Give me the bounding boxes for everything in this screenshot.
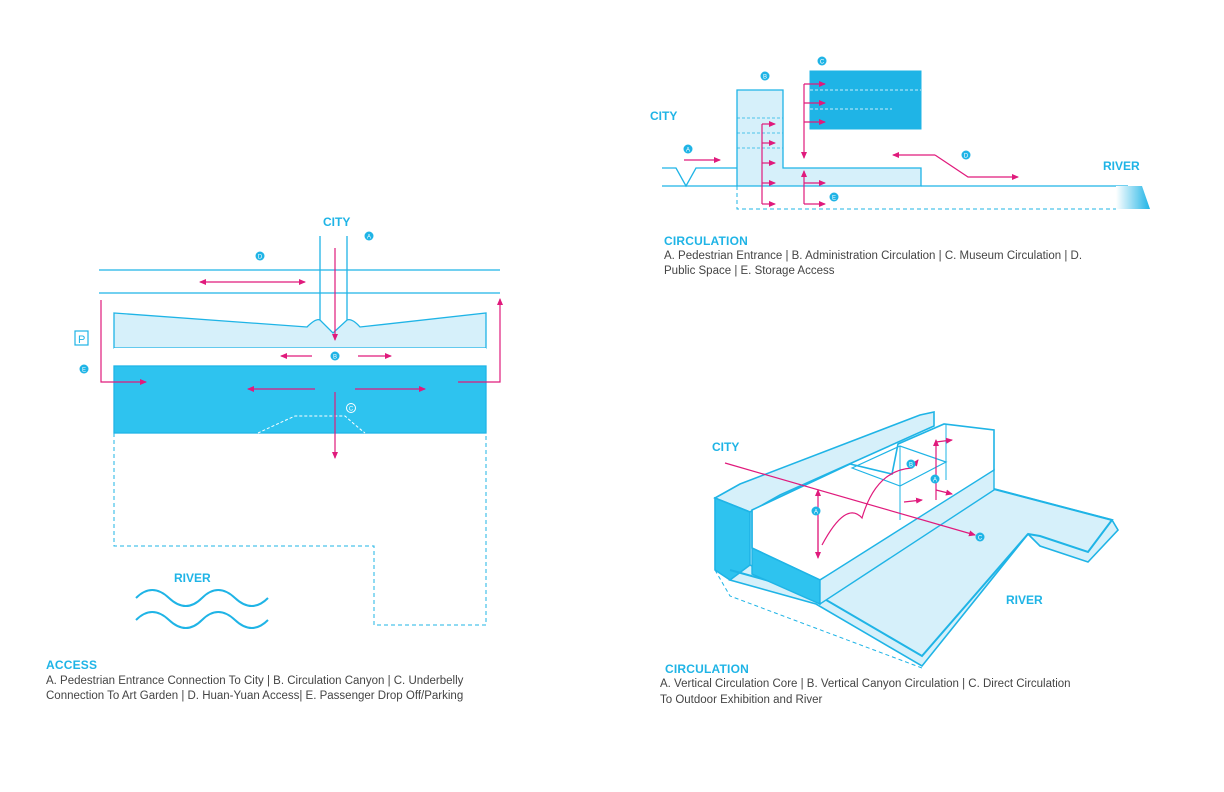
axon-marker-b-label: B [909,463,913,469]
arrow-e-left [100,300,147,385]
access-caption-line1: A. Pedestrian Entrance Connection To Cit… [46,675,464,687]
art-garden-outline [113,433,487,626]
circulation-canyon [114,348,486,366]
river-wedge [1116,186,1150,209]
circulation-section: CITY RIVER A B C D E [650,56,1150,210]
section-marker-d [961,150,971,160]
section-marker-a-label: A [686,148,690,154]
city-label: CITY [323,215,350,229]
marker-e [79,364,89,374]
section-caption-line1: A. Pedestrian Entrance | B. Administrati… [664,250,1083,262]
axon-canyon-path [821,459,919,546]
section-marker-b-label: B [763,75,767,81]
section-marker-d-label: D [964,154,969,160]
axon-base-dashed [714,569,923,669]
axon-terrace-edge [989,487,1114,554]
axon-marker-a2 [930,474,940,484]
section-marker-a [683,144,693,154]
marker-c [346,403,356,413]
axon-outer-wall-side [714,496,751,581]
axon-arrow-c [724,462,976,537]
axon-river-label: RIVER [1006,593,1043,607]
river-wave-top [135,589,269,607]
section-caption-line2: Public Space | E. Storage Access [664,265,835,277]
ground-line [662,167,737,188]
section-river-label: RIVER [1103,159,1140,173]
access-plan: CITY RIVER P A D B C E [74,215,503,629]
axon-marker-a2-label: A [933,478,937,484]
parking-label: P [78,334,85,346]
marker-d [255,251,265,261]
axon-caption-line2: To Outdoor Exhibition and River [660,694,823,706]
axon-marker-c [975,532,985,542]
circulation-axon: CITY RIVER A B A C [712,411,1119,669]
axon-marker-c-label: C [978,536,983,542]
marker-b [330,351,340,361]
axon-branch-3 [903,497,923,504]
marker-b-label: B [333,355,337,361]
lower-volume [113,365,487,434]
section-caption-title: CIRCULATION [664,234,748,248]
marker-d-label: D [258,255,263,261]
river-wave-bottom [135,611,269,629]
marker-c-label: C [349,407,354,413]
axon-branch-1 [935,437,953,444]
axon-city-label: CITY [712,440,739,454]
marker-a [364,231,374,241]
access-caption-line2: Connection To Art Garden | D. Huan-Yuan … [46,690,464,702]
arrow-e-right [458,298,503,383]
public-space-path [934,154,1019,180]
marker-e-label: E [82,368,86,374]
access-caption-title: ACCESS [46,658,98,672]
axon-caption-line1: A. Vertical Circulation Core | B. Vertic… [660,678,1071,690]
section-city-label: CITY [650,109,677,123]
parking-icon [74,330,89,346]
storage-dashed [736,186,1116,210]
museum-block [809,70,922,130]
axon-marker-a1-label: A [814,510,818,516]
axon-building-side [819,468,995,606]
section-marker-b [760,71,770,81]
section-marker-e [829,192,839,202]
river-label: RIVER [174,571,211,585]
section-marker-c-label: C [820,60,825,66]
upper-volume [113,312,487,349]
marker-a-label: A [367,235,371,241]
underbelly-curve [257,415,366,434]
axon-branch-2 [935,489,953,496]
section-marker-c [817,56,827,66]
section-marker-e-label: E [832,196,836,202]
axon-marker-a1 [811,506,821,516]
axon-marker-b [906,459,916,469]
axon-caption-title: CIRCULATION [665,662,749,676]
